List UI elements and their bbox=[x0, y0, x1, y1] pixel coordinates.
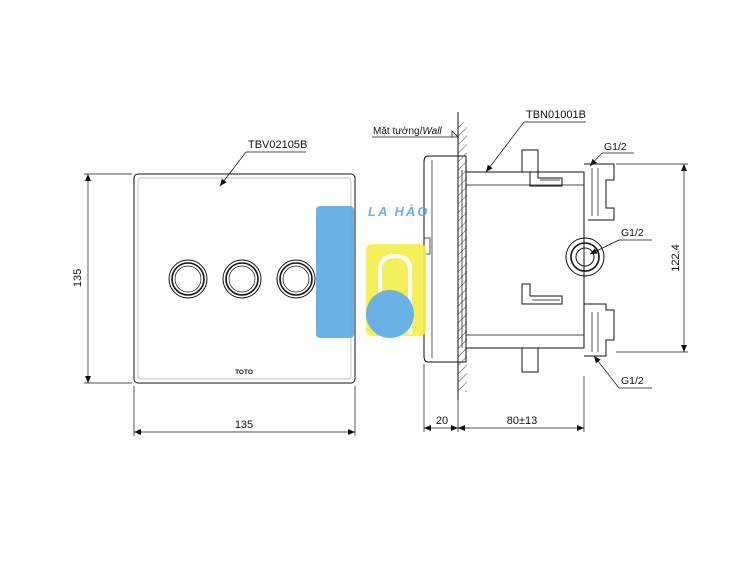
port-label-bottom: G1/2 bbox=[621, 375, 644, 387]
port-label-top: G1/2 bbox=[604, 141, 627, 153]
side-view: Mặt tường/Wall bbox=[372, 109, 688, 432]
cover-plate-side bbox=[423, 155, 459, 363]
watermark-logo: LA HÀO bbox=[316, 204, 429, 338]
front-height-dimension: 135 bbox=[72, 269, 84, 287]
side-height-dimension: 122.4 bbox=[670, 244, 682, 272]
body-model-label: TBN01001B bbox=[526, 109, 586, 121]
brand-logo-text: TOTO bbox=[235, 369, 253, 376]
front-model-label: TBV02105B bbox=[248, 139, 307, 151]
body-depth-dimension: 80±13 bbox=[507, 415, 538, 427]
cover-plate bbox=[133, 173, 356, 384]
wall-label: Mặt tường/Wall bbox=[373, 126, 442, 137]
middle-port bbox=[565, 237, 605, 277]
push-button-left bbox=[168, 259, 208, 299]
logo-bar-blue bbox=[316, 206, 354, 338]
valve-body bbox=[465, 149, 615, 373]
push-button-middle bbox=[222, 259, 262, 299]
watermark-text: LA HÀO bbox=[368, 204, 429, 219]
plate-depth-dimension: 20 bbox=[436, 415, 448, 427]
port-label-middle: G1/2 bbox=[621, 227, 644, 239]
logo-circle-blue bbox=[366, 290, 414, 338]
wall-hatching bbox=[458, 122, 467, 392]
front-width-dimension: 135 bbox=[235, 419, 253, 431]
push-button-right bbox=[276, 259, 316, 299]
front-view: TOTO TBV02105B 135 135 bbox=[72, 139, 356, 436]
